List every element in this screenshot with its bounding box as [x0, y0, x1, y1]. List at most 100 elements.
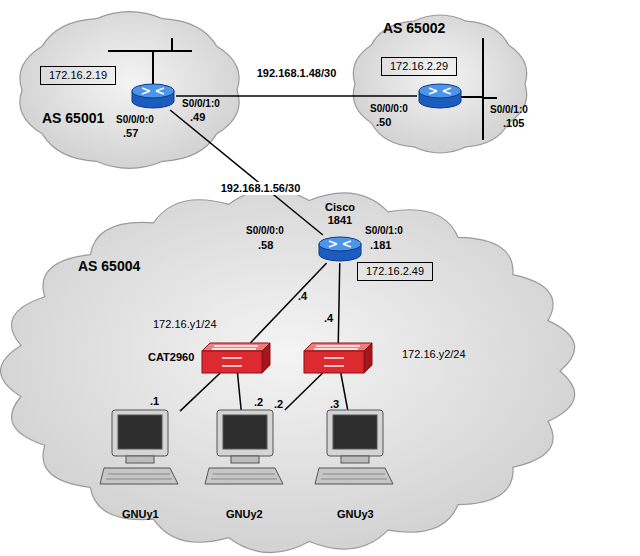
- bus-lines: [108, 38, 497, 140]
- ip-host: .49: [190, 111, 205, 124]
- arrow: [429, 91, 437, 94]
- ip-host: .105: [503, 117, 524, 130]
- interface-label: S0/0/1:0: [182, 98, 220, 110]
- switch-front: [304, 351, 364, 373]
- router-top: [319, 237, 361, 251]
- router: 172.16.2.29: [417, 82, 463, 110]
- ip-host: .4: [298, 290, 307, 303]
- as-label: AS 65002: [383, 20, 445, 37]
- switch: 172.16.y2/24: [304, 343, 372, 373]
- cloud-outline: [20, 12, 239, 169]
- keys: [213, 474, 275, 475]
- stand: [341, 456, 369, 463]
- screen: [333, 415, 377, 449]
- router-shape: [130, 82, 176, 110]
- loopback-address: 172.16.2.19: [40, 66, 116, 85]
- arrow: [443, 91, 451, 94]
- router-arrows: [329, 241, 351, 247]
- arrow: [156, 88, 164, 91]
- interface-label: S0/0/0:0: [370, 103, 408, 115]
- interface-label: S0/0/0:0: [246, 225, 284, 237]
- arrow: [443, 88, 451, 91]
- cloud-shape: [8, 190, 570, 552]
- ip-host: .50: [376, 116, 391, 129]
- switch-side: [364, 343, 372, 373]
- switch-side: [262, 343, 270, 373]
- link-line: [285, 373, 323, 410]
- workstation: GNUy2: [205, 410, 285, 488]
- keyboard: [100, 468, 178, 484]
- monitor: [217, 410, 273, 456]
- arrow: [316, 345, 360, 346]
- keyboard: [315, 468, 393, 484]
- ip-host: .3: [330, 398, 339, 411]
- lan-bus: [108, 50, 192, 52]
- link-line: [180, 373, 220, 411]
- link-line: [176, 95, 417, 97]
- ip-host: .2: [254, 396, 263, 409]
- node-label: GNUy2: [226, 508, 263, 521]
- arrow: [343, 241, 351, 244]
- lan-stub: [171, 38, 173, 51]
- router-top: [132, 84, 174, 98]
- arrow: [324, 365, 344, 366]
- arrow: [212, 348, 256, 349]
- node-label: GNUy3: [337, 508, 374, 521]
- router-top: [419, 84, 461, 98]
- lan-stub: [483, 97, 497, 99]
- link-line: [237, 373, 241, 410]
- cloud-shape: [12, 5, 247, 175]
- arrow: [222, 365, 242, 366]
- screen: [223, 415, 267, 449]
- node-label: 172.16.y1/24: [153, 318, 217, 331]
- arrow: [429, 88, 437, 91]
- interface-label: S0/0/1:0: [490, 104, 528, 116]
- arrow: [156, 91, 164, 94]
- arrow: [142, 91, 150, 94]
- stand: [126, 456, 154, 463]
- ip-host: .1: [150, 395, 159, 408]
- pc-shape: [315, 410, 395, 488]
- arrow: [314, 348, 358, 349]
- pc-shape: [100, 410, 180, 488]
- loopback-address: 172.16.2.49: [357, 262, 433, 281]
- link-line: [250, 263, 326, 343]
- arrow: [324, 357, 344, 358]
- as-cloud: AS 65004Cisco 1841172.16.2.49172.16.y1/2…: [8, 190, 570, 552]
- as-label: AS 65004: [78, 258, 140, 275]
- cloud-outline: [353, 15, 526, 153]
- node-label: CAT2960: [148, 351, 194, 364]
- monitor: [327, 410, 383, 456]
- as-cloud: AS 65002 172.16.2.29: [345, 8, 535, 160]
- workstation: GNUy1: [100, 410, 180, 488]
- ip-host: .57: [123, 127, 138, 140]
- arrow: [343, 244, 351, 247]
- interface-label: S0/0/0:0: [116, 114, 154, 126]
- keys: [108, 474, 170, 475]
- node-label: GNUy1: [122, 508, 159, 521]
- lan-bus: [482, 38, 484, 140]
- node-label: Cisco 1841: [318, 201, 362, 227]
- subnet-label: 192.168.1.56/30: [219, 182, 303, 195]
- switch: 172.16.y1/24CAT2960: [202, 343, 270, 373]
- switch-shape: [304, 343, 372, 373]
- arrow: [214, 345, 258, 346]
- router: 172.16.2.19: [130, 82, 176, 110]
- switch-top: [202, 343, 270, 351]
- ip-host: .181: [370, 239, 391, 252]
- keys: [106, 479, 172, 480]
- screen: [118, 415, 162, 449]
- as-cloud: AS 65001 172.16.2.19: [12, 5, 247, 175]
- ip-host: .4: [324, 312, 333, 325]
- pc-shape: [205, 410, 285, 488]
- switch-shape: [202, 343, 270, 373]
- router: Cisco 1841172.16.2.49: [317, 235, 363, 263]
- switch-top: [304, 343, 372, 351]
- as-label: AS 65001: [42, 110, 104, 127]
- keyboard: [205, 468, 283, 484]
- switch-arrows: [314, 346, 360, 366]
- ip-host: .58: [258, 239, 273, 252]
- link-line: [170, 110, 323, 235]
- switch-front: [202, 351, 262, 373]
